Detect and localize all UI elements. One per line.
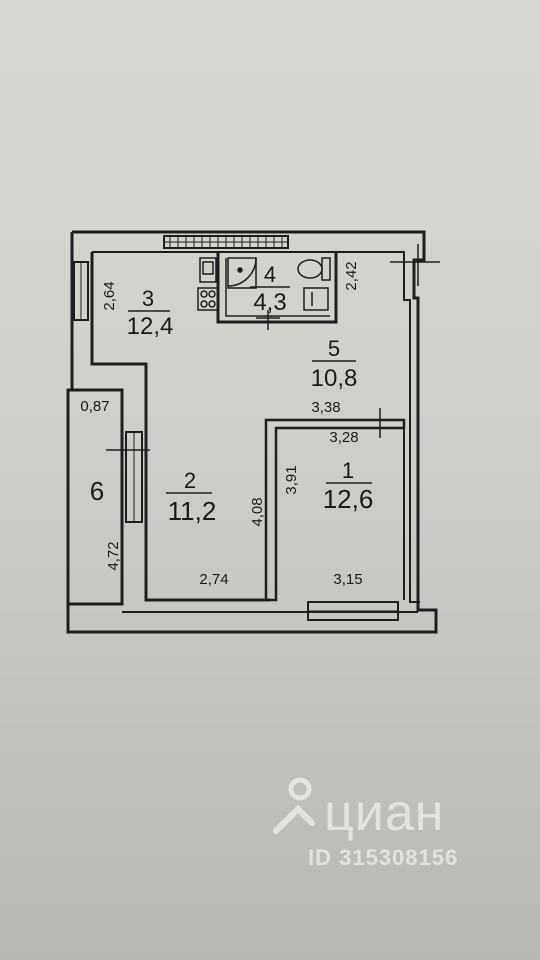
cian-brand-text: циан xyxy=(324,784,445,842)
cian-watermark: циан ID 315308156 xyxy=(272,775,512,875)
dim-2-42: 2,42 xyxy=(343,261,360,290)
dim-3-38: 3,38 xyxy=(311,399,340,416)
toilet xyxy=(297,257,331,281)
room-4-number: 4 xyxy=(264,262,276,287)
listing-id: ID 315308156 xyxy=(308,845,459,870)
room-labels: 3 12,4 4 4,3 5 10,8 2 11,2 1 12,6 6 xyxy=(90,262,374,526)
window-bottom xyxy=(307,601,399,621)
window-left xyxy=(73,261,89,321)
dimension-labels: 2,64 2,42 0,87 3,38 3,28 3,91 4,08 4,72 … xyxy=(80,261,362,588)
walls xyxy=(66,230,438,634)
dim-0-87: 0,87 xyxy=(80,398,109,415)
kitchen-sink xyxy=(199,257,217,283)
shower xyxy=(227,257,257,289)
room-4-area: 4,3 xyxy=(253,289,286,316)
dim-2-74: 2,74 xyxy=(199,571,228,588)
dim-3-28: 3,28 xyxy=(329,429,358,446)
room-1-number: 1 xyxy=(342,458,354,483)
window-balcony xyxy=(106,431,150,523)
room-5-number: 5 xyxy=(328,336,340,361)
window-top xyxy=(163,235,289,249)
room-5-area: 10,8 xyxy=(311,365,358,392)
room-2-number: 2 xyxy=(184,468,196,493)
outer-wall xyxy=(66,230,438,634)
bathroom-walls xyxy=(216,252,338,324)
room-3-number: 3 xyxy=(142,286,154,311)
dim-3-91: 3,91 xyxy=(283,465,300,494)
left-wall xyxy=(66,232,74,604)
dim-2-64: 2,64 xyxy=(101,281,118,310)
dim-4-72: 4,72 xyxy=(105,541,122,570)
interior-wall-3-6 xyxy=(90,252,270,602)
room-3-area: 12,4 xyxy=(127,313,174,340)
kitchen-stove xyxy=(197,287,219,311)
dim-3-15: 3,15 xyxy=(333,571,362,588)
balcony-outline xyxy=(68,388,124,606)
dim-4-08: 4,08 xyxy=(249,497,266,526)
bathroom-inner xyxy=(225,258,330,317)
outer-wall-inner-line xyxy=(92,251,420,603)
room-6-number: 6 xyxy=(90,476,104,506)
cian-logo-icon xyxy=(273,777,315,834)
markers xyxy=(256,244,440,438)
room-2-area: 11,2 xyxy=(168,496,217,526)
room-1-area: 12,6 xyxy=(323,484,374,514)
washbasin xyxy=(303,287,329,311)
